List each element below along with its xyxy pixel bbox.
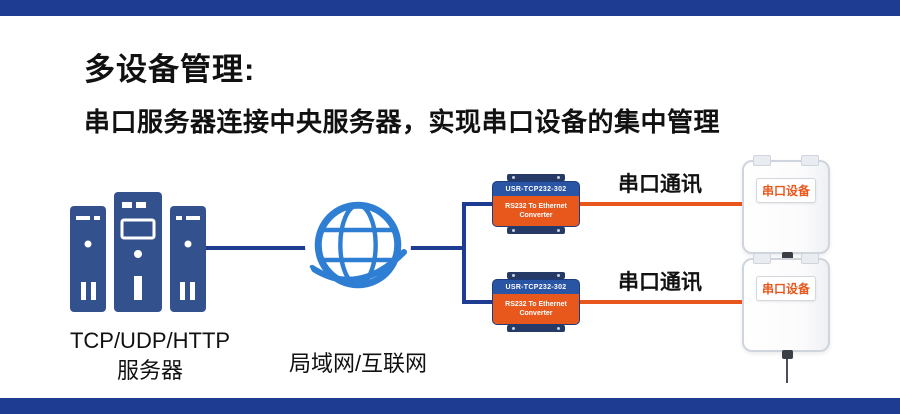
server-icon [70, 192, 206, 312]
converter-body: USR-TCP232-302 RS232 To Ethernet Convert… [492, 279, 580, 325]
page-subtitle: 串口服务器连接中央服务器，实现串口设备的集中管理 [84, 107, 721, 137]
serial-device-top: 串口设备 [742, 155, 830, 285]
device-label: 串口设备 [756, 276, 816, 301]
bottom-accent-bar [0, 398, 900, 414]
serial-line-top [578, 202, 742, 206]
converter-desc-label: RS232 To Ethernet Converter [493, 196, 579, 226]
serial-link-label-bottom: 串口通讯 [618, 271, 702, 294]
server-label-line2: 服务器 [116, 358, 183, 383]
device-probe [782, 350, 793, 383]
converter-desc-line2: Converter [519, 310, 553, 317]
serial-link-label-top: 串口通讯 [618, 173, 702, 196]
server-label-line1: TCP/UDP/HTTP [69, 328, 231, 353]
converter-desc-line1: RS232 To Ethernet [505, 202, 567, 210]
converter-desc-label: RS232 To Ethernet Converter [493, 294, 579, 324]
branch-line-bottom [462, 300, 496, 304]
branch-vertical-line [462, 202, 466, 304]
converter-top-flange [507, 272, 565, 279]
converter-model-label: USR-TCP232-302 [505, 283, 567, 291]
line-network-to-branch [408, 246, 466, 250]
line-server-to-network [206, 246, 310, 250]
converter-bottom-flange [507, 325, 565, 332]
server-label: TCP/UDP/HTTP 服务器 [40, 326, 260, 386]
converter-bottom-flange [507, 227, 565, 234]
converter-desc-line2: Converter [519, 212, 553, 219]
branch-line-top [462, 202, 496, 206]
serial-converter-bottom: USR-TCP232-302 RS232 To Ethernet Convert… [492, 272, 580, 332]
serial-device-bottom: 串口设备 [742, 253, 830, 383]
device-label: 串口设备 [756, 178, 816, 203]
converter-top-flange [507, 174, 565, 181]
page-title: 多设备管理: [84, 52, 256, 87]
converter-desc-line1: RS232 To Ethernet [505, 300, 567, 308]
serial-line-bottom [578, 300, 742, 304]
serial-converter-top: USR-TCP232-302 RS232 To Ethernet Convert… [492, 174, 580, 234]
top-accent-bar [0, 0, 900, 16]
globe-network-icon [305, 192, 411, 298]
converter-body: USR-TCP232-302 RS232 To Ethernet Convert… [492, 181, 580, 227]
network-label: 局域网/互联网 [288, 351, 428, 376]
converter-model-label: USR-TCP232-302 [505, 185, 567, 193]
